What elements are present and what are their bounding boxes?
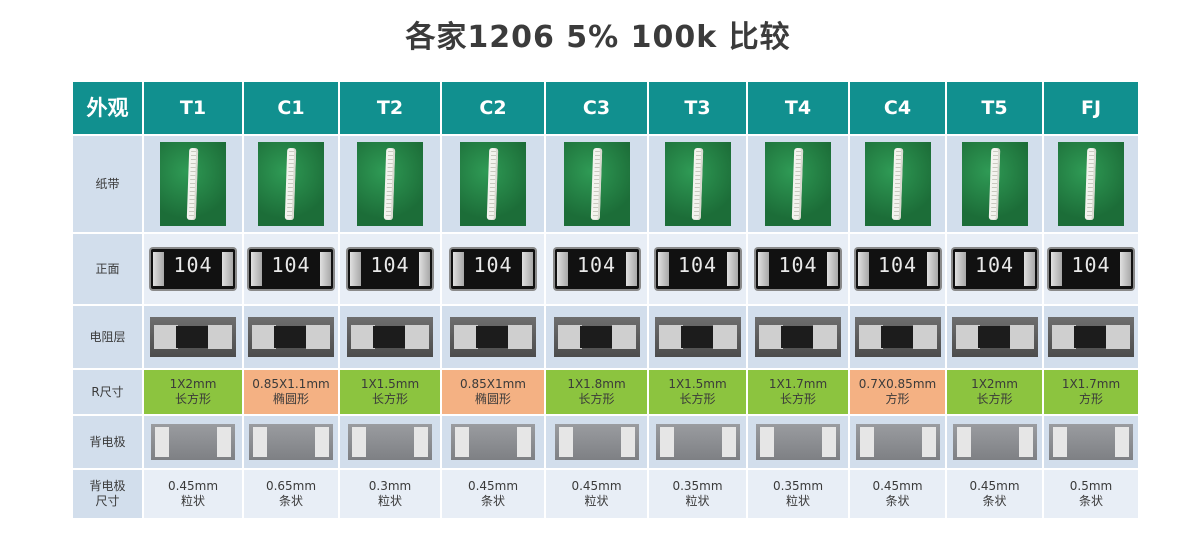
tape-photo [563,142,630,226]
tape-photo [460,142,526,226]
chip-front-photo: 104 [249,249,333,289]
tape-photo [357,142,423,226]
column-header: T5 [945,80,1044,136]
chip-front-photo: 104 [1049,249,1133,289]
column-header: C1 [242,80,340,136]
resistor-layer-photo [1048,317,1134,357]
tape-photo [765,142,831,226]
header-row: 外观 T1 C1 T2 C2 C3 T3 T4 C4 T5 FJ [71,80,1140,136]
tape-photo [664,142,731,226]
back-electrode-photo [756,424,840,460]
resistor-layer-photo [248,317,334,357]
resistor-layer-photo [654,317,741,357]
back-electrode-photo [151,424,235,460]
back-electrode-photo [348,424,432,460]
page-title: 各家1206 5% 100k 比较 [405,20,791,55]
back-electrode-photo [451,424,535,460]
column-header: C4 [848,80,947,136]
row-label-size: R尺寸 [71,368,144,416]
comparison-table: 外观 T1 C1 T2 C2 C3 T3 T4 C4 T5 FJ 纸带 [71,80,1140,520]
chip-front-photo: 104 [554,249,639,289]
resistor-layer-photo [951,317,1038,357]
chip-front-photo: 104 [348,249,432,289]
back-electrode-photo [655,424,740,460]
column-header: C3 [544,80,649,136]
back-electrode-photo [249,424,333,460]
column-header: FJ [1042,80,1140,136]
header-corner: 外观 [71,80,144,136]
row-label-backsize: 背电极尺寸 [71,468,144,520]
tape-photo [961,142,1028,226]
chip-front-photo: 104 [655,249,740,289]
tape-photo [864,142,931,226]
back-electrode-photo [952,424,1037,460]
back-electrode-photo [1049,424,1133,460]
column-header: T4 [746,80,850,136]
column-header: T3 [647,80,748,136]
column-header: C2 [440,80,546,136]
resistor-layer-photo [854,317,941,357]
resistor-layer-photo [553,317,640,357]
chip-front-photo: 104 [855,249,940,289]
chip-front-photo: 104 [451,249,535,289]
chip-front-photo: 104 [151,249,235,289]
chip-front-photo: 104 [952,249,1037,289]
column-header: T2 [338,80,442,136]
row-label-layer: 电阻层 [71,304,144,370]
chip-front-photo: 104 [756,249,840,289]
resistor-layer-photo [450,317,536,357]
row-label-tape: 纸带 [71,134,144,234]
back-electrode-photo [554,424,639,460]
resistor-layer-photo [150,317,236,357]
resistor-layer-photo [755,317,841,357]
table-row-layer: 电阻层 [71,304,1140,370]
table-row-back: 背电极 [71,414,1140,470]
tape-photo [258,142,324,226]
tape-photo [160,142,226,226]
tape-photo [1058,142,1124,226]
column-header: T1 [142,80,244,136]
back-electrode-photo [855,424,940,460]
table-row-front: 正面 104 104 104 104 104 104 104 104 104 1… [71,232,1140,306]
row-label-back: 背电极 [71,414,144,470]
row-label-front: 正面 [71,232,144,306]
resistor-layer-photo [347,317,433,357]
table-row-tape: 纸带 [71,134,1140,234]
